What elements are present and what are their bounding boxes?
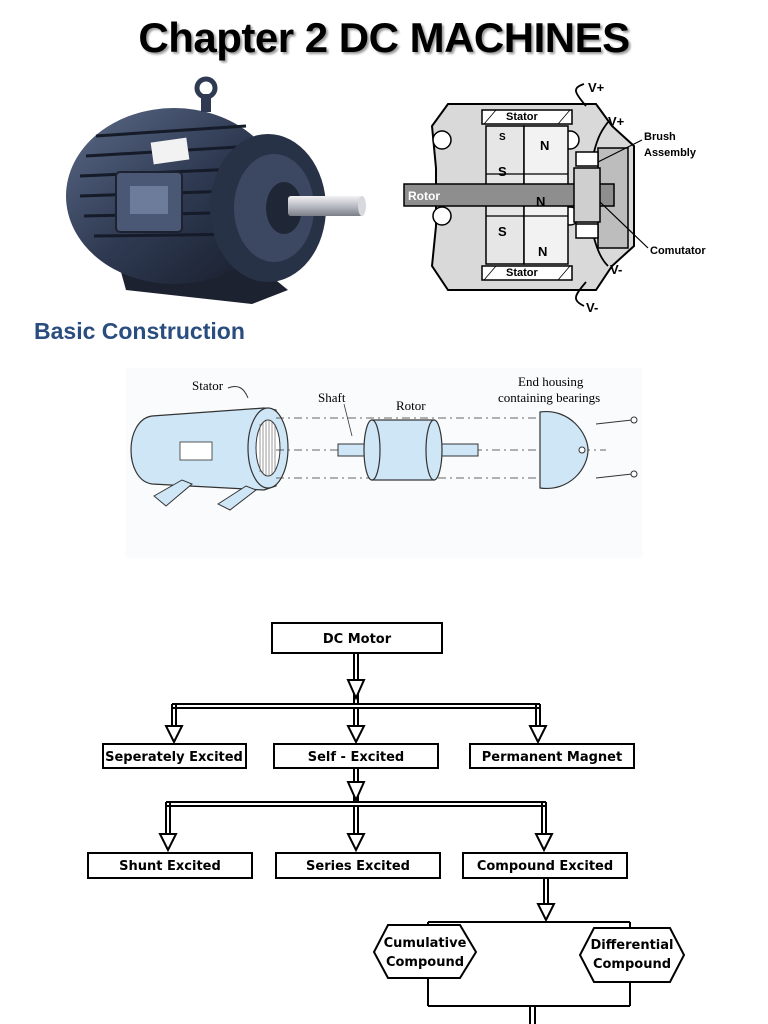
flow-node: Cumulative bbox=[384, 936, 467, 951]
cumulative-hexagon bbox=[372, 924, 478, 979]
flow-node: Shunt Excited bbox=[119, 859, 221, 874]
arrow-down-icon bbox=[346, 833, 366, 853]
stator-top-label: Stator bbox=[506, 111, 539, 123]
flow-node: Permanent Magnet bbox=[482, 750, 622, 765]
exploded-view-diagram: Stator Shaft Rotor End housing containin… bbox=[126, 368, 642, 558]
exploded-end-housing-label: End housing bbox=[518, 374, 584, 389]
brush-label: Brush bbox=[644, 131, 676, 143]
pole-label: N bbox=[540, 138, 549, 153]
brush-label-2: Assembly bbox=[644, 147, 697, 159]
exploded-shaft-label: Shaft bbox=[318, 390, 346, 405]
flow-node: Seperately Excited bbox=[105, 750, 243, 765]
bearing-icon bbox=[432, 206, 452, 226]
flow-node-root: DC Motor bbox=[323, 632, 392, 647]
flow-node: Differential bbox=[591, 938, 674, 953]
motor-photo bbox=[66, 76, 366, 304]
arrow-down-icon bbox=[164, 725, 184, 745]
exploded-stator-label: Stator bbox=[192, 378, 224, 393]
section-heading: Basic Construction bbox=[34, 318, 245, 344]
exploded-end-housing-label-2: containing bearings bbox=[498, 390, 600, 405]
bearing-icon bbox=[432, 130, 452, 150]
flow-node: Series Excited bbox=[306, 859, 410, 874]
v-plus-outer-label: V+ bbox=[588, 80, 605, 95]
pole-label: N bbox=[536, 194, 545, 209]
arrow-down-icon bbox=[346, 725, 366, 745]
v-plus-inner-label: V+ bbox=[608, 114, 625, 129]
commutator-label: Comutator bbox=[650, 245, 706, 257]
arrow-down-icon bbox=[158, 833, 178, 853]
differential-hexagon bbox=[578, 927, 686, 983]
arrow-down-icon bbox=[346, 781, 366, 803]
page-title: Chapter 2 DC MACHINES bbox=[138, 14, 630, 61]
stator-bottom-label: Stator bbox=[506, 267, 539, 279]
flow-node: Compound bbox=[386, 955, 464, 970]
pole-label: S bbox=[498, 164, 507, 179]
v-minus-inner-label: V- bbox=[610, 262, 622, 277]
v-minus-outer-label: V- bbox=[586, 300, 598, 315]
exploded-rotor-label: Rotor bbox=[396, 398, 426, 413]
cross-section-diagram: Stator Stator Rotor S N S N S N V+ V+ V-… bbox=[403, 80, 706, 315]
arrow-down-icon bbox=[536, 903, 556, 923]
arrow-down-icon bbox=[346, 679, 366, 701]
arrow-down-icon bbox=[534, 833, 554, 853]
flow-node: Self - Excited bbox=[308, 750, 405, 765]
pole-label: S bbox=[499, 132, 506, 143]
rotor-label: Rotor bbox=[408, 189, 440, 203]
flow-node: Compound bbox=[593, 957, 671, 972]
dc-motor-classification-flowchart: DC Motor Seperately Excited Self - Excit… bbox=[87, 622, 686, 1024]
flow-node: Compound Excited bbox=[477, 859, 613, 874]
pole-label: N bbox=[538, 244, 547, 259]
arrow-down-icon bbox=[528, 725, 548, 745]
pole-label: S bbox=[498, 224, 507, 239]
